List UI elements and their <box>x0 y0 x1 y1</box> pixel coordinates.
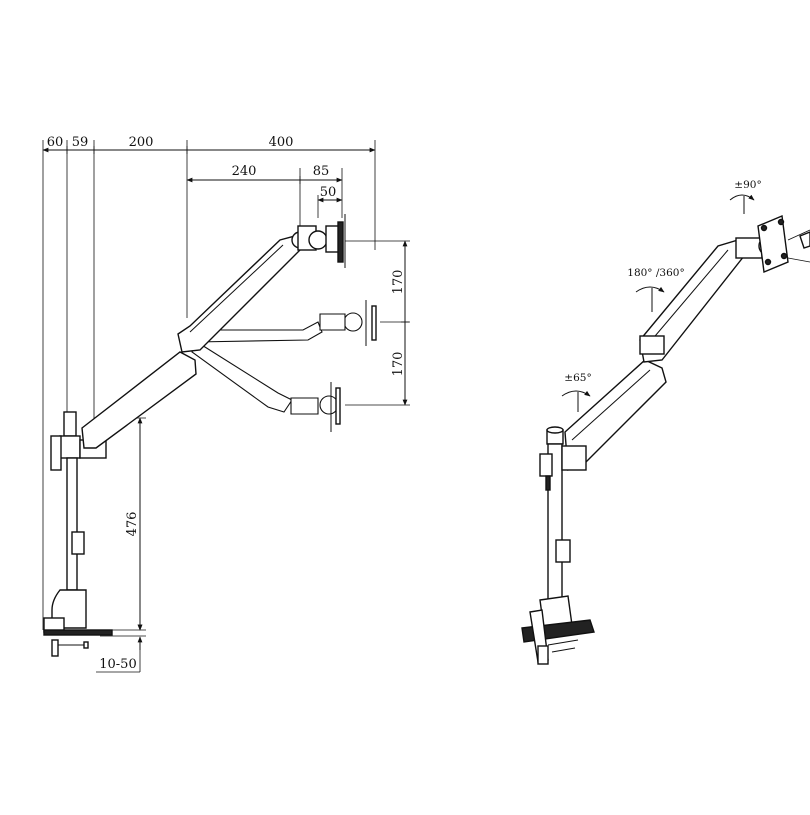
clamp-range-dimension: 10-50 <box>96 616 146 673</box>
dim-476: 476 <box>125 512 140 537</box>
arm-swivel-label: 180° /360° <box>627 267 684 279</box>
perspective-upper-arm <box>639 239 745 363</box>
dim-60: 60 <box>47 135 64 150</box>
perspective-clamp <box>521 595 595 665</box>
rotation-arm-swivel: 180° /360° <box>627 267 685 312</box>
dim-240: 240 <box>232 164 257 179</box>
dim-200: 200 <box>129 135 154 150</box>
dim-50: 50 <box>320 185 337 200</box>
head-tilt-label: ±90° <box>734 179 761 191</box>
top-dimension-row: 60 59 200 400 <box>42 135 376 154</box>
dim-400: 400 <box>269 135 294 150</box>
side-elevation-drawing: 60 59 200 400 240 85 50 170 170 <box>42 135 410 673</box>
pole-and-clamp <box>43 411 113 657</box>
dim-170-upper: 170 <box>391 270 406 295</box>
dim-10-50: 10-50 <box>99 657 136 672</box>
pole-swivel-label: ±65° <box>564 372 591 384</box>
third-dimension-row: 50 <box>317 185 343 203</box>
rotation-pole-swivel: ±65° <box>561 372 592 412</box>
dim-59: 59 <box>72 135 89 150</box>
perspective-head <box>735 215 810 273</box>
second-dimension-row: 240 85 <box>186 164 343 184</box>
extension-lines <box>42 140 376 630</box>
main-arm <box>81 214 346 449</box>
perspective-pole <box>539 426 571 605</box>
dim-170-lower: 170 <box>391 352 406 377</box>
perspective-drawing: ±90° 180° /360° ±65° <box>521 179 810 665</box>
dim-85: 85 <box>313 164 330 179</box>
vertical-dimensions-right: 170 170 <box>345 240 410 406</box>
lower-arm-ghost <box>191 300 377 432</box>
rotation-head-tilt: ±90° <box>729 179 762 214</box>
